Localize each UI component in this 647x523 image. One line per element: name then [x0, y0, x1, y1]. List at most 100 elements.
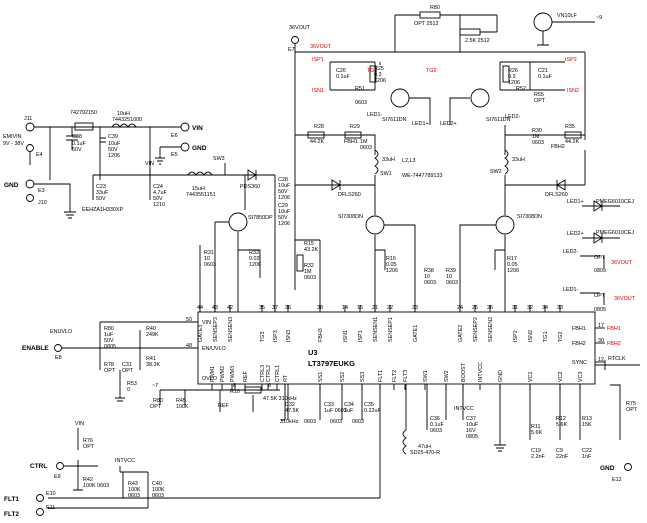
- r43-ref: C40: [152, 481, 162, 487]
- r39-pkg: 0603: [446, 280, 458, 286]
- r11-val: 2.2nF: [531, 454, 545, 460]
- r15-ref: R33: [249, 250, 259, 256]
- r10-freq: 310kHz: [280, 419, 299, 425]
- pin-name: SENSEN1: [373, 317, 379, 342]
- tg1-net: TG1: [367, 68, 377, 74]
- pin-number: 14: [342, 305, 348, 311]
- pin-name: SS2: [340, 372, 346, 382]
- pin-name: OVLO: [202, 376, 217, 382]
- connector-e5[interactable]: [180, 142, 190, 152]
- fbh2-net: FBH2: [551, 144, 565, 150]
- l6-val: 10uH: [117, 111, 130, 117]
- d2-part: DFLS260: [545, 192, 568, 198]
- connector-e3[interactable]: [25, 179, 35, 189]
- led1m-net: LED1-: [367, 112, 382, 118]
- c19-val: 5.6K: [556, 422, 567, 428]
- e7-ref: E7: [288, 47, 295, 53]
- connector-e6[interactable]: [180, 122, 190, 132]
- r77-val: OPT: [104, 368, 116, 374]
- c39-ref: C39: [108, 134, 118, 140]
- sw3-label: SW3: [213, 156, 225, 162]
- r29-ref: R29: [350, 124, 360, 130]
- pin-number: 50: [186, 317, 192, 323]
- connector-e12[interactable]: [624, 463, 632, 471]
- m4-part: SI7611DN: [382, 117, 407, 123]
- c28-ref: C28: [278, 177, 288, 183]
- connector-e9[interactable]: [56, 462, 64, 470]
- pin-number: 22: [387, 305, 393, 311]
- r41-val: 38.3K: [146, 362, 160, 368]
- pin-number: 35: [259, 305, 265, 311]
- l2-val: 33uH: [512, 157, 525, 163]
- fbh-net: FBH2: [607, 341, 621, 347]
- connector-e11[interactable]: [36, 508, 44, 516]
- pin-number: 34: [542, 305, 548, 311]
- r52-ref: R52: [516, 86, 526, 92]
- c41-pkg: 0805: [594, 307, 606, 313]
- n6-label: 6: [268, 383, 271, 389]
- r25-val: 0.3: [374, 72, 382, 78]
- led2m-c40-net: LED2-: [563, 249, 578, 255]
- c39-v: 50V: [108, 147, 118, 153]
- led2p-diode-net: LED2+: [567, 231, 584, 237]
- m1-part: SI7308DN: [338, 214, 363, 220]
- r45-ref: R10: [230, 389, 240, 395]
- vout36-net: 36VOUT: [310, 44, 332, 50]
- pin-name: SYNC: [572, 360, 587, 366]
- r76-val: 100K 0603: [83, 483, 109, 489]
- r25-pkg: 1206: [374, 78, 386, 84]
- flt1-label: FLT1: [4, 496, 19, 503]
- r80-ref: R80: [430, 5, 440, 11]
- connector-j10[interactable]: [26, 194, 34, 202]
- e12-ref: E12: [612, 477, 622, 483]
- connector-j11[interactable]: [25, 122, 35, 132]
- c33-val: 1uF: [344, 408, 354, 414]
- n7-label: ~7: [152, 383, 158, 389]
- r10-ref: C32: [285, 402, 295, 408]
- vout36-c41: 36VOUT: [614, 296, 636, 302]
- r38-val: 10: [424, 274, 430, 280]
- pin-number: 12: [598, 357, 604, 363]
- r16-pkg: 1206: [386, 268, 398, 274]
- pin-name: FBH1: [572, 326, 586, 332]
- c31-v: 50V: [104, 338, 114, 344]
- pin-name: EN/UVLO: [202, 346, 226, 352]
- c22-val: OPT: [626, 407, 638, 413]
- pin-name: PWM2: [220, 366, 226, 382]
- r11-ref: C19: [531, 448, 541, 454]
- r78-ref: C31: [122, 362, 132, 368]
- l1-val: 33uH: [382, 157, 395, 163]
- pin-number: 31: [512, 305, 518, 311]
- pin-name: VC1: [528, 372, 534, 383]
- c38-ref: C38: [72, 134, 82, 140]
- isn2-net: ISN2: [567, 88, 579, 94]
- c34-ref: C35: [364, 402, 374, 408]
- l4-val: 47uH: [418, 444, 431, 450]
- r46-val: 2.5K 2512: [465, 38, 490, 44]
- pin-name: CTRL3: [260, 365, 266, 382]
- r39-val: 10: [446, 274, 452, 280]
- isn1-net: ISN1: [312, 88, 324, 94]
- c33-pkg: 0603: [330, 419, 342, 425]
- connector-e7[interactable]: [291, 36, 299, 44]
- c9-ref: R13: [582, 416, 592, 422]
- c36-v: 16V: [466, 428, 476, 434]
- pin-name: TG3: [260, 332, 266, 342]
- led1m-c41-net: LED1-: [563, 287, 578, 293]
- connector-e8[interactable]: [54, 344, 62, 352]
- c40-val: OPT: [594, 255, 606, 261]
- connector-e4[interactable]: [26, 144, 34, 152]
- r40-ref: R40: [146, 326, 156, 332]
- pin-number: 26: [487, 305, 493, 311]
- connector-e10[interactable]: [36, 494, 44, 502]
- r29-pkg: 0603: [360, 145, 372, 151]
- e8-ref: E8: [55, 355, 62, 361]
- r32-val: 43.2K: [304, 247, 318, 253]
- c32-val: 1uF 0603: [324, 408, 347, 414]
- bottom-section: ~7 8 6 R80 OPT R45 100K REF R10 47.5K 31…: [4, 356, 640, 518]
- r35-val: 1M: [304, 269, 312, 275]
- pin-name: SW2: [444, 370, 450, 382]
- c37-val: 5.6K: [531, 430, 542, 436]
